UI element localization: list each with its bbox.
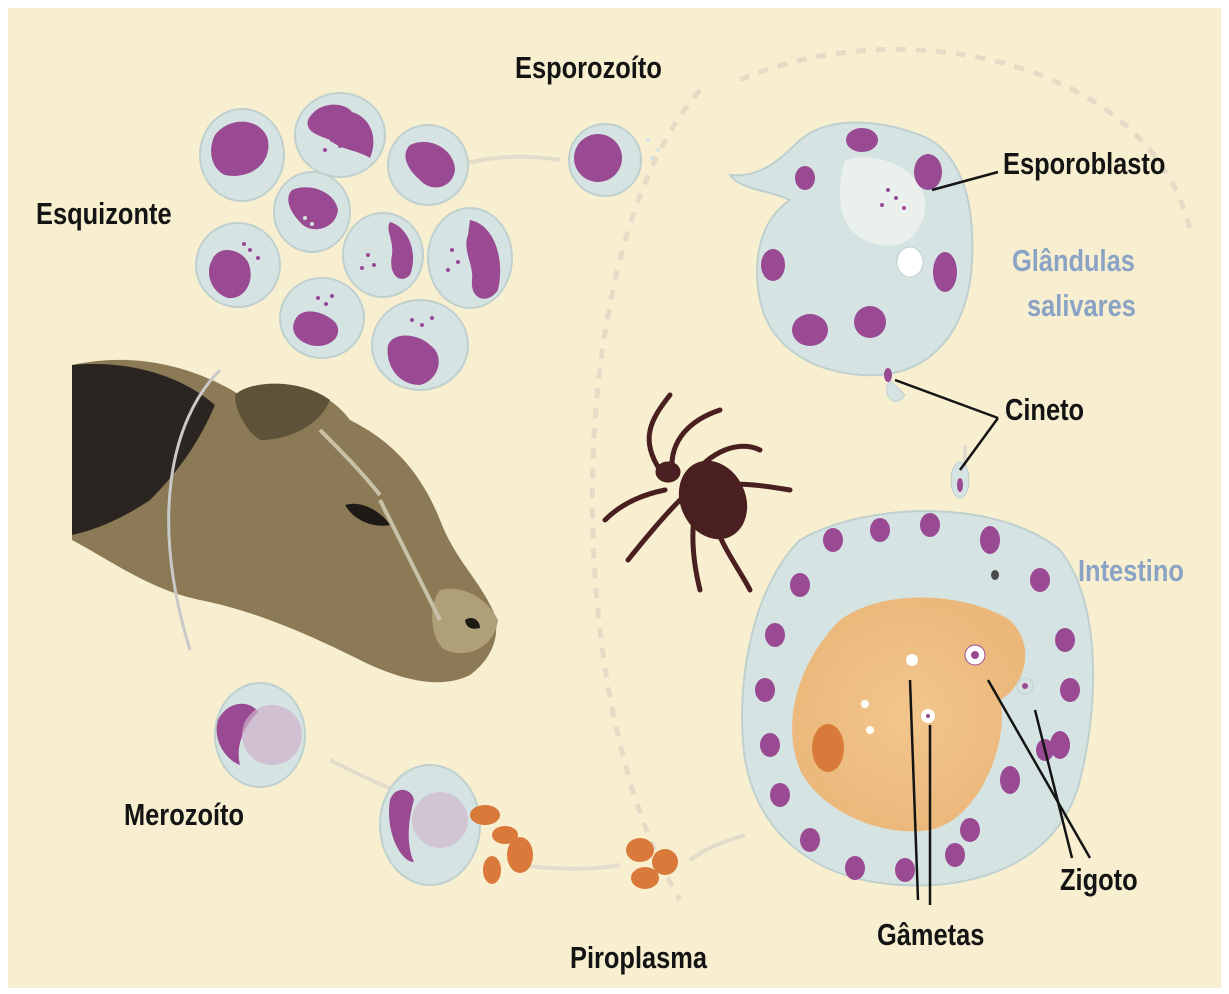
esquizonte-cell [196,223,280,307]
gameta-cell [861,700,869,708]
cineto-cell [951,462,969,498]
esquizonte-cell [388,125,468,205]
label-zigoto: Zigoto [1060,862,1138,898]
label-merozoito: Merozoíto [124,797,244,833]
label-esquizonte: Esquizonte [36,196,172,232]
label-gametas: Gâmetas [877,917,984,953]
esquizonte-cell [372,300,468,390]
esquizonte-cell [295,93,385,177]
label-piroplasma: Piroplasma [570,940,707,976]
label-esporoblasto: Esporoblasto [1003,146,1165,182]
gameta-cell [906,654,918,666]
merozoito-cell [215,683,305,787]
label-esporozoito: Esporozoíto [515,50,662,86]
esquizonte-cell [274,172,350,252]
intestine [742,511,1093,885]
esquizonte-cell [280,278,364,358]
label-salivares: salivares [1027,288,1136,324]
esquizonte-cell [200,109,284,201]
label-cineto: Cineto [1005,392,1084,428]
gameta-cell [866,726,874,734]
esquizonte-cell [343,213,423,297]
label-intestino: Intestino [1078,553,1184,589]
esquizonte-cell [428,208,512,308]
label-glandulas: Glândulas [1012,243,1135,279]
